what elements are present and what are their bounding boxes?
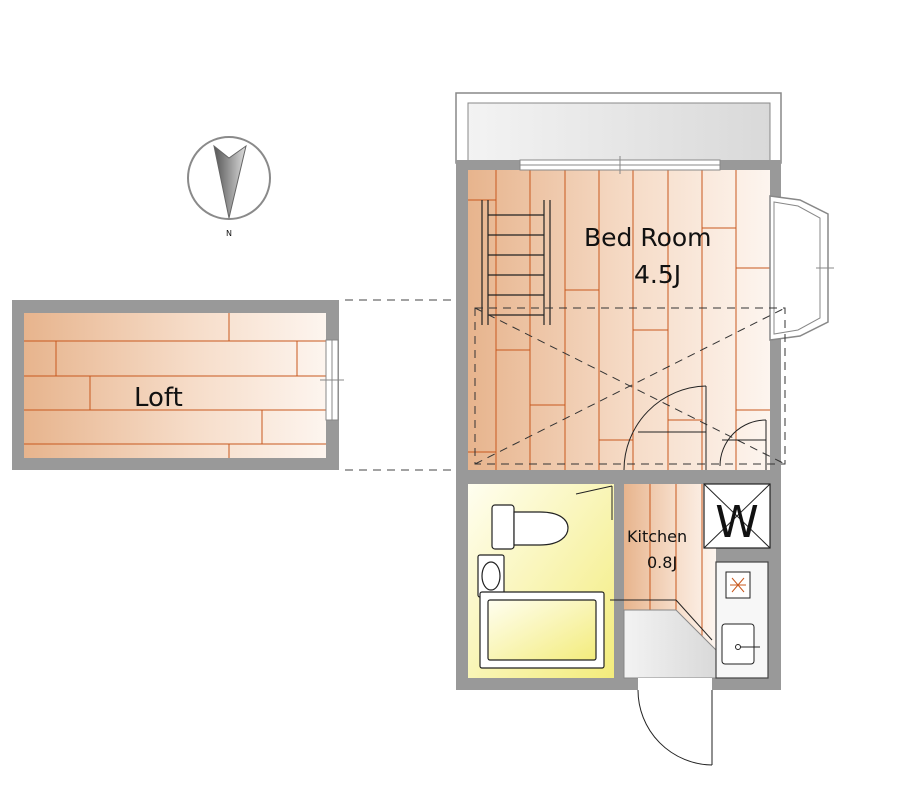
loft-ladder-icon <box>481 200 551 325</box>
bedroom-floorboards <box>468 170 770 470</box>
entrance-door-icon <box>637 678 713 766</box>
kitchen-size: 0.8J <box>647 553 677 572</box>
kitchen: W Kitchen 0.8J <box>610 483 771 679</box>
loft-projection-lines <box>345 299 475 471</box>
compass: N <box>187 136 271 238</box>
bedroom-bay-window <box>769 195 834 341</box>
bathroom-door-icon <box>575 485 613 520</box>
kitchen-counter <box>715 561 769 679</box>
bedroom-size: 4.5J <box>634 260 681 289</box>
bathroom <box>468 484 614 678</box>
balcony <box>455 92 782 164</box>
bedroom-door-icon <box>623 385 707 471</box>
bedroom: Bed Room 4.5J <box>468 156 834 471</box>
bedroom-floor <box>468 170 770 470</box>
kitchen-name: Kitchen <box>627 527 687 546</box>
bathtub-icon <box>479 591 605 669</box>
sink-icon <box>477 554 505 598</box>
compass-north-label: N <box>226 229 232 238</box>
loft-label: Loft <box>134 383 183 413</box>
loft-outline-dashes <box>474 307 786 465</box>
bedroom-name: Bed Room <box>584 223 712 252</box>
loft: Loft <box>12 300 344 470</box>
toilet-icon <box>491 504 569 550</box>
closet-door-icon <box>719 419 767 470</box>
compass-needle-icon <box>213 144 247 219</box>
washer: W <box>703 483 771 549</box>
loft-floorboards <box>24 313 326 458</box>
washer-symbol: W <box>715 497 759 548</box>
loft-floor <box>24 313 326 458</box>
